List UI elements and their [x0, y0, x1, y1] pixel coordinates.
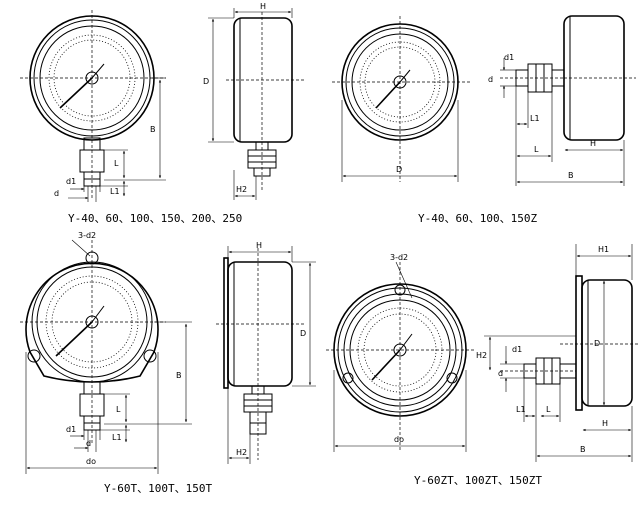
view-y-zt-side: d1 d H2 L1 L H1 D H B [476, 244, 640, 462]
caption-y-t: Y-60T、100T、150T [104, 482, 212, 495]
label-D-t: D [300, 329, 306, 338]
label-L-t: L [116, 405, 121, 414]
view-y-standard-front: B L L1 d1 d [20, 10, 166, 202]
label-H-z: H [590, 139, 596, 148]
label-do-zt: do [394, 435, 404, 444]
label-L: L [114, 159, 119, 168]
label-H2-t: H2 [236, 448, 247, 457]
label-d1-z: d1 [504, 53, 514, 62]
label-d1-zt: d1 [512, 345, 522, 354]
caption-y-zt: Y-60ZT、100ZT、150ZT [414, 474, 542, 487]
view-y-t-front: 3-d2 B L L1 d1 d do [20, 231, 192, 474]
label-B-t: B [176, 371, 182, 380]
label-3-d2: 3-d2 [78, 231, 96, 240]
view-y-z-side: d1 d L1 L H B [488, 15, 636, 186]
label-L1-t: L1 [112, 433, 122, 442]
label-L1-z: L1 [530, 114, 540, 123]
label-d-t: d [86, 439, 91, 448]
label-H-t: H [256, 241, 262, 250]
label-H2-zt: H2 [476, 351, 487, 360]
label-D-z: D [396, 165, 402, 174]
view-y-t-side: H D H2 [216, 241, 316, 464]
view-y-zt-front: 3-d2 do [326, 253, 474, 452]
label-B-z: B [568, 171, 574, 180]
label-d-z: d [488, 75, 493, 84]
label-d1-t: d1 [66, 425, 76, 434]
label-B-zt: B [580, 445, 586, 454]
label-L-zt: L [546, 405, 551, 414]
caption-y-standard: Y-40、60、100、150、200、250 [68, 212, 242, 225]
label-L1: L1 [110, 187, 120, 196]
label-d1: d1 [66, 177, 76, 186]
label-d: d [54, 189, 59, 198]
label-D: D [203, 77, 209, 86]
label-B: B [150, 125, 156, 134]
label-L-z: L [534, 145, 539, 154]
label-do-t: do [86, 457, 96, 466]
caption-y-z: Y-40、60、100、150Z [418, 212, 537, 225]
label-L1-zt: L1 [516, 405, 526, 414]
label-H-zt: H [602, 419, 608, 428]
label-3-d2-zt: 3-d2 [390, 253, 408, 262]
view-y-z-front: D [332, 16, 470, 182]
label-H: H [260, 2, 266, 11]
label-H2: H2 [236, 185, 247, 194]
label-D-zt: D [594, 339, 600, 348]
label-H1-zt: H1 [598, 245, 609, 254]
view-y-standard-side: H D H2 [203, 2, 306, 200]
label-d-zt: d [498, 369, 503, 378]
